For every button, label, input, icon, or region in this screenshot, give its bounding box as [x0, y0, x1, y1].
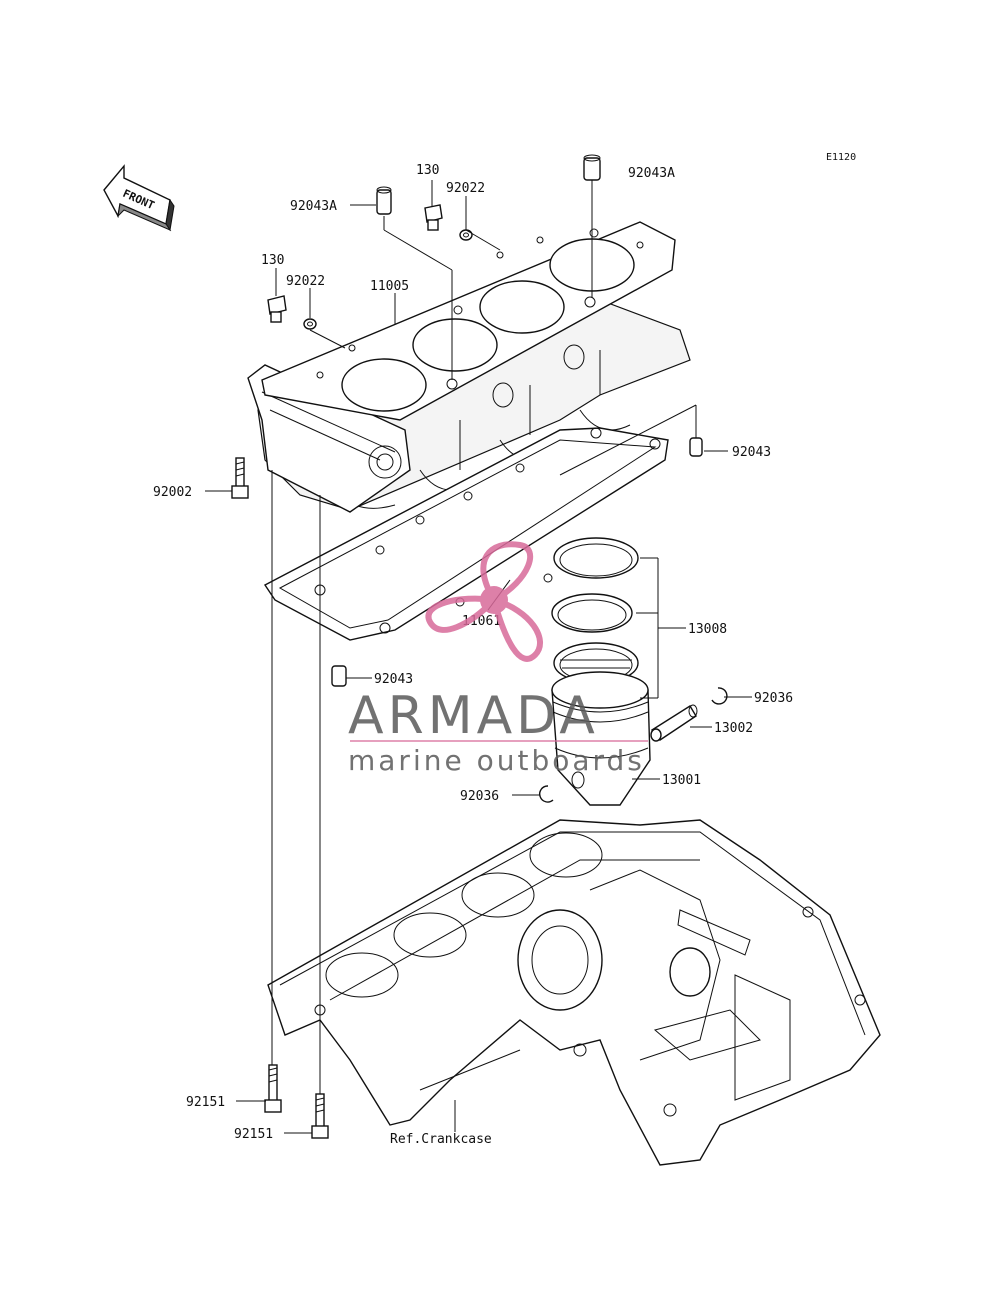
label-92022-left: 92022 — [286, 274, 325, 289]
watermark: ARMADA marine outboards — [348, 541, 648, 777]
dowel-pin-92043-right — [689, 437, 703, 457]
leader-lines — [205, 180, 752, 1134]
bolt-130-left — [267, 295, 287, 323]
washer-92022-top — [459, 229, 473, 241]
circlip-92036-left — [539, 785, 554, 803]
cylinder-block — [247, 221, 691, 513]
piston-rings — [551, 537, 639, 684]
bolt-92002 — [231, 457, 249, 499]
bolt-92151-b — [311, 1093, 329, 1139]
label-92043A-left: 92043A — [290, 199, 337, 214]
label-13002: 13002 — [714, 721, 753, 736]
propeller-logo-icon — [425, 541, 543, 662]
label-92151-b: 92151 — [234, 1127, 273, 1142]
label-ref-crankcase: Ref.Crankcase — [390, 1132, 492, 1147]
washer-92022-left — [303, 318, 317, 330]
label-92036-right: 92036 — [754, 691, 793, 706]
label-13001: 13001 — [662, 773, 701, 788]
watermark-brand: ARMADA — [348, 686, 599, 746]
dowel-pin-92043-lower — [331, 665, 347, 687]
label-92043-lower: 92043 — [374, 672, 413, 687]
circlip-92036-right — [711, 687, 728, 705]
label-92151-a: 92151 — [186, 1095, 225, 1110]
label-11005: 11005 — [370, 279, 409, 294]
piston — [551, 671, 651, 806]
dowel-pin-92043A-right — [583, 154, 601, 181]
label-92022-top: 92022 — [446, 181, 485, 196]
dowel-pin-92043A-left — [376, 186, 392, 215]
label-92002: 92002 — [153, 485, 192, 500]
bolt-130-top — [424, 204, 443, 231]
label-92043A-right: 92043A — [628, 166, 675, 181]
label-130-top: 130 — [416, 163, 439, 178]
piston-pin — [650, 704, 698, 742]
diagram-code: E1120 — [826, 152, 856, 163]
watermark-tagline: marine outboards — [348, 744, 645, 777]
label-13008: 13008 — [688, 622, 727, 637]
label-130-left: 130 — [261, 253, 284, 268]
label-92043-right: 92043 — [732, 445, 771, 460]
label-92036-left: 92036 — [460, 789, 499, 804]
bolt-92151-a — [264, 1064, 282, 1113]
crankcase — [267, 819, 881, 1166]
front-arrow-icon: FRONT — [103, 164, 175, 232]
